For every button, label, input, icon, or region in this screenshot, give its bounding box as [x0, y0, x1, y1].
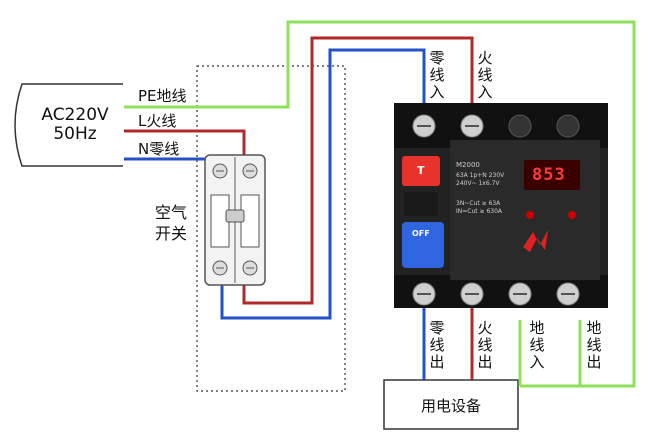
device-spec-1: 63A 1p+N 230V: [456, 172, 505, 179]
load-box: [383, 379, 519, 430]
test-label: T: [417, 164, 425, 177]
neutral-wire-to-protector: [220, 48, 426, 320]
breaker-label-line1: 空气: [155, 203, 188, 222]
device-spec-3: 3N~Cut ≥ 63A: [456, 200, 501, 207]
live-wire-label: L火线: [138, 112, 177, 130]
top-terminal-screws: [412, 114, 580, 138]
bottom-terminal-screws: [412, 282, 580, 306]
neutral-wire-label: N零线: [138, 140, 180, 158]
off-label: OFF: [412, 229, 430, 238]
air-switch: [204, 154, 266, 286]
live-out-label: 火线出: [477, 319, 493, 371]
pe-wire-label: PE地线: [138, 87, 187, 105]
device-spec-4: IN=Cut ≥ 630A: [456, 208, 503, 215]
ground-in-label: 地线入: [529, 319, 545, 371]
leakage-protector: [394, 103, 608, 308]
live-wire-in: [124, 129, 246, 155]
live-in-label: 火线入: [477, 49, 493, 101]
live-wire-to-protector: [242, 36, 474, 305]
source-frequency: 50Hz: [53, 124, 97, 144]
breaker-dashed-boundary: [196, 65, 346, 392]
load-label: 用电设备: [420, 397, 481, 415]
brand-logo-icon: [523, 230, 548, 252]
device-spec-2: 240V~ 1x6.7V: [456, 180, 500, 187]
display-value: 853: [532, 165, 566, 185]
source-voltage: AC220V: [41, 105, 109, 125]
digital-display: [524, 160, 580, 190]
neutral-out-label: 零线出: [429, 319, 445, 371]
off-switch: [402, 222, 444, 268]
breaker-label-line2: 开关: [155, 224, 188, 243]
ground-out-label: 地线出: [586, 319, 602, 371]
test-button: [402, 156, 440, 186]
device-model: M2000: [456, 161, 480, 169]
neutral-in-label: 零线入: [429, 49, 445, 101]
ac-source-bracket: [14, 83, 123, 167]
